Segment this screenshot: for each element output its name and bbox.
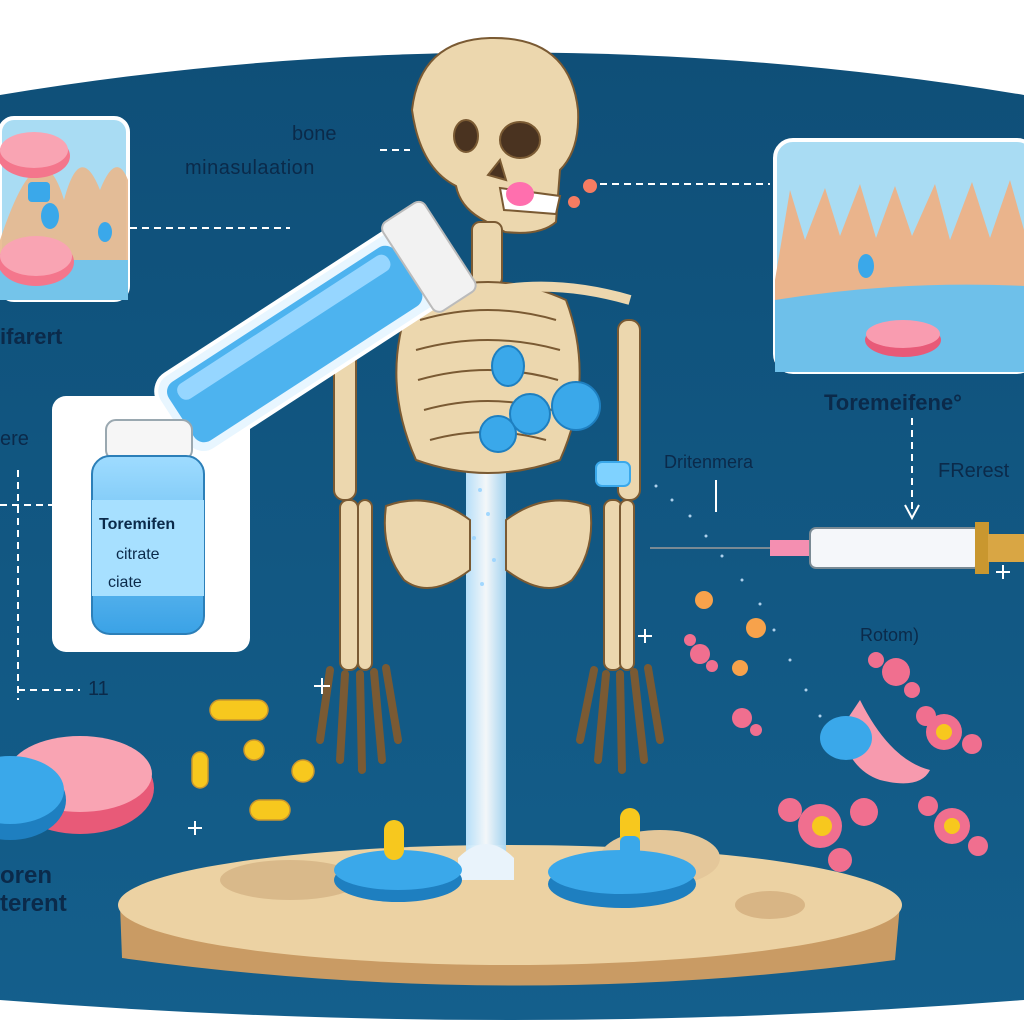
label-oren: oren bbox=[0, 862, 53, 889]
label-minasulaation: minasulaation bbox=[185, 157, 315, 179]
spray-particles bbox=[654, 484, 822, 718]
label-toremeifene: Toremeifene° bbox=[824, 390, 962, 415]
label-dritenmera: Dritenmera bbox=[664, 452, 754, 472]
inset-topleft bbox=[0, 116, 130, 302]
label-ifarert: ifarert bbox=[0, 324, 63, 349]
jar-label-line1: Toremifen bbox=[99, 516, 176, 533]
test-tube bbox=[154, 200, 477, 456]
nose-molecule bbox=[568, 179, 597, 208]
jar-label-line3: ciate bbox=[108, 574, 142, 591]
plus-sparkles bbox=[188, 565, 1010, 835]
label-rotom: Rotom) bbox=[860, 625, 920, 645]
bottom-left-pills bbox=[0, 736, 154, 840]
inset-topright bbox=[773, 138, 1024, 374]
label-bone: bone bbox=[292, 123, 337, 145]
floating-capsules bbox=[191, 699, 315, 821]
label-ere: ere bbox=[0, 428, 29, 450]
platform-pills bbox=[334, 808, 696, 908]
jar bbox=[91, 419, 205, 635]
skeleton bbox=[316, 36, 664, 774]
connector-lines bbox=[0, 149, 913, 700]
syringe bbox=[650, 522, 1024, 574]
label-terent: terent bbox=[0, 890, 67, 917]
label-eleven: 11 bbox=[88, 678, 109, 700]
molecules bbox=[684, 591, 988, 872]
jar-label-line2: citrate bbox=[116, 546, 160, 563]
ribcage-pills bbox=[479, 345, 601, 453]
label-frerest: FRerest bbox=[938, 460, 1010, 482]
